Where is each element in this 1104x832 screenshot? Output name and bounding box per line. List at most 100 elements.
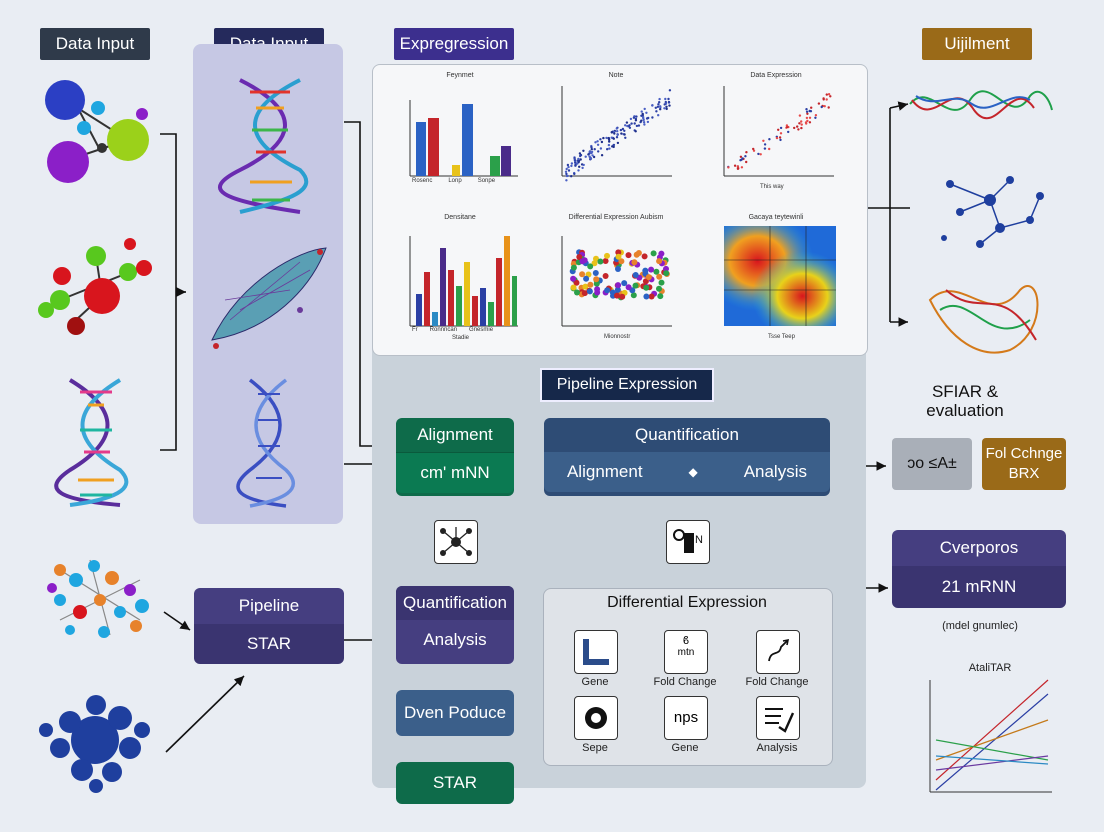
chart-4-xlabel: Gnesmie bbox=[469, 327, 494, 333]
chart-5-scatter bbox=[561, 236, 672, 327]
chart-4-xlabels: Fr Ronnncan Gnesmie bbox=[412, 327, 493, 333]
dven-poduce-box[interactable]: Dven Poduce bbox=[396, 690, 514, 736]
scatter-dot bbox=[643, 284, 650, 291]
scatter-dot bbox=[620, 132, 623, 135]
diff-item-label: Sepe bbox=[582, 742, 608, 754]
scatter-dot bbox=[800, 123, 803, 126]
scatter-dot bbox=[817, 102, 821, 105]
cverporos-box[interactable]: Cverporos 21 mRNN bbox=[892, 530, 1066, 608]
scatter-dot bbox=[635, 124, 639, 128]
score-badge[interactable]: ɔo ≤A± bbox=[892, 438, 972, 490]
scatter-dot bbox=[577, 157, 580, 161]
scatter-dot bbox=[587, 263, 594, 270]
scatter-dot bbox=[574, 289, 580, 296]
scatter-dot bbox=[615, 282, 622, 289]
scatter-dot bbox=[621, 127, 625, 131]
header-data-input-1: Data Input bbox=[40, 28, 150, 60]
disc-icon[interactable] bbox=[574, 696, 618, 740]
bar-chart-icon[interactable] bbox=[574, 630, 618, 674]
scatter-dot bbox=[656, 105, 660, 109]
scatter-dot bbox=[592, 155, 596, 159]
scatter-dot bbox=[634, 130, 637, 133]
scatter-dot bbox=[663, 265, 669, 272]
scatter-dot bbox=[600, 154, 604, 157]
scatter-dot bbox=[566, 174, 569, 178]
scatter-dot bbox=[822, 98, 825, 101]
quantification-box[interactable]: Quantification Alignment ◆ Analysis bbox=[544, 418, 830, 496]
scatter-dot bbox=[806, 112, 809, 116]
scatter-dot bbox=[565, 167, 568, 171]
scatter-dot bbox=[578, 165, 581, 168]
scatter-dot bbox=[779, 126, 783, 130]
scatter-dot bbox=[642, 117, 645, 120]
scatter-dot bbox=[587, 281, 594, 288]
scatter-dot bbox=[570, 175, 573, 178]
curve-arrow-icon[interactable] bbox=[756, 630, 800, 674]
fold-change-badge[interactable]: Fol Cchnge BRX bbox=[982, 438, 1066, 490]
scatter-dot bbox=[800, 120, 803, 123]
scatter-dot bbox=[665, 105, 668, 109]
chart-4-title: Densitane bbox=[444, 214, 476, 221]
scatter-dot bbox=[579, 158, 582, 161]
cverporos-title: Cverporos bbox=[892, 530, 1066, 566]
quant-analysis-box[interactable]: Quantification Analysis bbox=[396, 586, 514, 664]
scatter-dot bbox=[775, 136, 779, 140]
tangle-protein-icon bbox=[928, 285, 1039, 354]
scatter-dot bbox=[624, 136, 627, 139]
scatter-dot bbox=[588, 155, 591, 158]
chart-6-xlabel: Tsse Teep bbox=[768, 334, 795, 340]
scatter-dot bbox=[613, 132, 616, 135]
scatter-dot bbox=[829, 95, 832, 98]
scatter-dot bbox=[805, 122, 808, 125]
scatter-dot bbox=[641, 253, 648, 260]
scatter-dot bbox=[657, 103, 660, 106]
scatter-dot bbox=[727, 166, 730, 169]
scatter-dot bbox=[741, 157, 744, 160]
alignment-box[interactable]: Alignment cm' mNN bbox=[396, 418, 514, 496]
scatter-dot bbox=[805, 108, 808, 111]
sfiar-evaluation-title: SFIAR & evaluation bbox=[926, 382, 1004, 420]
scatter-dot bbox=[814, 114, 818, 117]
scatter-dot bbox=[581, 257, 588, 264]
scatter-dot bbox=[600, 140, 604, 144]
scatter-dot bbox=[810, 106, 813, 109]
scatter-dot bbox=[654, 106, 657, 110]
scatter-dot bbox=[648, 266, 655, 273]
scatter-dot bbox=[573, 172, 576, 176]
scatter-dot bbox=[768, 138, 771, 141]
cverporos-subtitle: 21 mRNN bbox=[892, 566, 1066, 608]
scatter-dot bbox=[597, 150, 600, 153]
scatter-dot bbox=[820, 105, 823, 109]
scatter-dot bbox=[739, 159, 742, 162]
dna-left-icon bbox=[54, 378, 129, 507]
scatter-dot bbox=[570, 275, 577, 282]
checklist-icon[interactable] bbox=[756, 696, 800, 740]
scatter-dot bbox=[808, 109, 811, 113]
scatter-dot bbox=[584, 155, 587, 158]
scatter-dot bbox=[659, 108, 662, 111]
scatter-dot bbox=[602, 258, 609, 264]
scatter-dot bbox=[645, 274, 652, 281]
scatter-dot bbox=[800, 126, 803, 130]
scatter-dot bbox=[576, 162, 579, 165]
differential-expression-title: Differential Expression bbox=[607, 594, 767, 611]
scatter-dot bbox=[648, 293, 655, 300]
scatter-dot bbox=[624, 124, 627, 127]
scatter-dot bbox=[599, 138, 602, 141]
star-box[interactable]: STAR bbox=[396, 762, 514, 804]
scatter-dot bbox=[737, 167, 740, 170]
scatter-dot bbox=[745, 151, 748, 154]
fold-change-icon[interactable]: ϐ mtn bbox=[664, 630, 708, 674]
scatter-dot bbox=[646, 120, 650, 124]
scatter-dot bbox=[582, 163, 585, 167]
scatter-dot bbox=[757, 152, 760, 156]
chart-1-xlabels: Rosenc Lonp Sonpe bbox=[412, 178, 495, 184]
scatter-dot bbox=[664, 97, 667, 101]
scatter-dot bbox=[602, 273, 609, 279]
line-chart-bottom-right bbox=[929, 679, 1052, 793]
pipeline-box[interactable]: Pipeline STAR bbox=[194, 588, 344, 664]
scatter-dot bbox=[605, 136, 608, 140]
nps-icon[interactable]: nps bbox=[664, 696, 708, 740]
quantification-right-label: Analysis bbox=[743, 462, 807, 481]
